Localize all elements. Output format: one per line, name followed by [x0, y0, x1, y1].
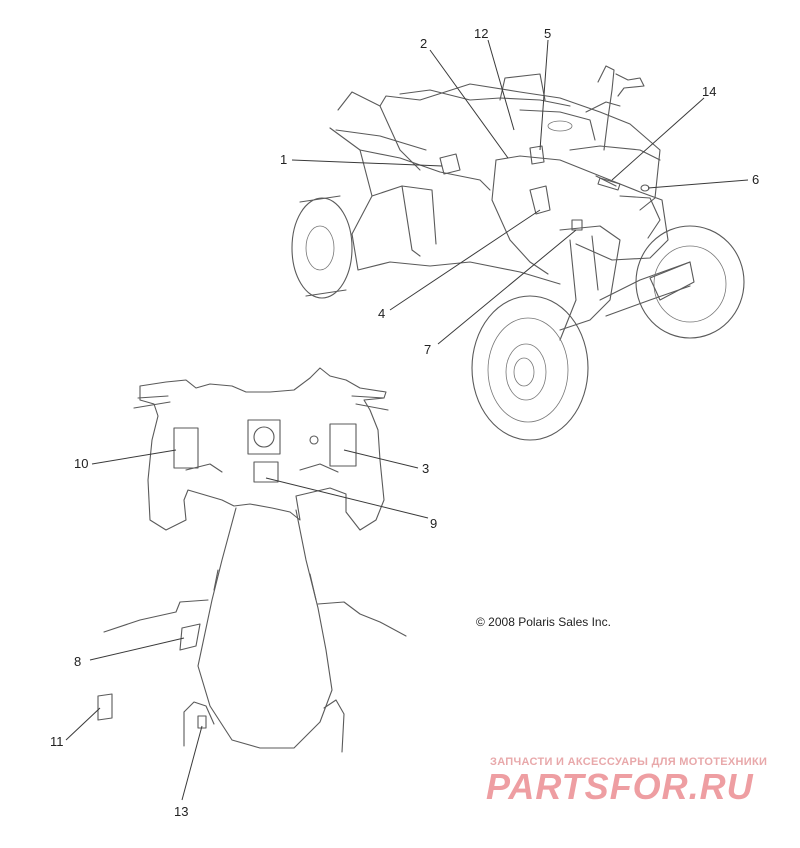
callout-8: 8 [74, 654, 81, 669]
decal-8 [179, 623, 201, 651]
callout-13: 13 [174, 804, 188, 819]
sticker-1 [439, 153, 461, 175]
front-left-wheel [471, 295, 589, 441]
decal-layout [97, 367, 407, 753]
front-right-wheel [635, 225, 745, 339]
callout-3: 3 [422, 461, 429, 476]
callout-numbers: 1 2 3 4 5 6 7 8 9 10 11 12 13 14 [50, 26, 759, 819]
sticker-14 [597, 177, 621, 191]
watermark-logo: PARTSFOR.RU [486, 766, 754, 807]
callout-11: 11 [50, 734, 64, 749]
decal-10 [173, 427, 199, 469]
sticker-5 [529, 145, 545, 165]
callout-5: 5 [544, 26, 551, 41]
leader-lines [65, 39, 749, 801]
decal-9 [253, 461, 279, 483]
sticker-4 [529, 185, 551, 215]
decal-11 [97, 693, 113, 721]
sticker-7 [571, 219, 583, 231]
callout-1: 1 [280, 152, 287, 167]
callout-14: 14 [702, 84, 716, 99]
callout-10: 10 [74, 456, 88, 471]
callout-12: 12 [474, 26, 488, 41]
callout-7: 7 [424, 342, 431, 357]
callout-2: 2 [420, 36, 427, 51]
rear-left-wheel [291, 197, 353, 299]
callout-6: 6 [752, 172, 759, 187]
gauge-decal [247, 419, 281, 455]
atv-illustration [291, 65, 745, 441]
callout-4: 4 [378, 306, 385, 321]
copyright-notice: © 2008 Polaris Sales Inc. [476, 615, 611, 629]
decal-13 [197, 715, 207, 729]
decal-3 [329, 423, 357, 467]
sticker-6 [640, 184, 650, 192]
watermark-tagline: ЗАПЧАСТИ И АКСЕССУАРЫ ДЛЯ МОТОТЕХНИКИ [490, 756, 768, 768]
callout-9: 9 [430, 516, 437, 531]
